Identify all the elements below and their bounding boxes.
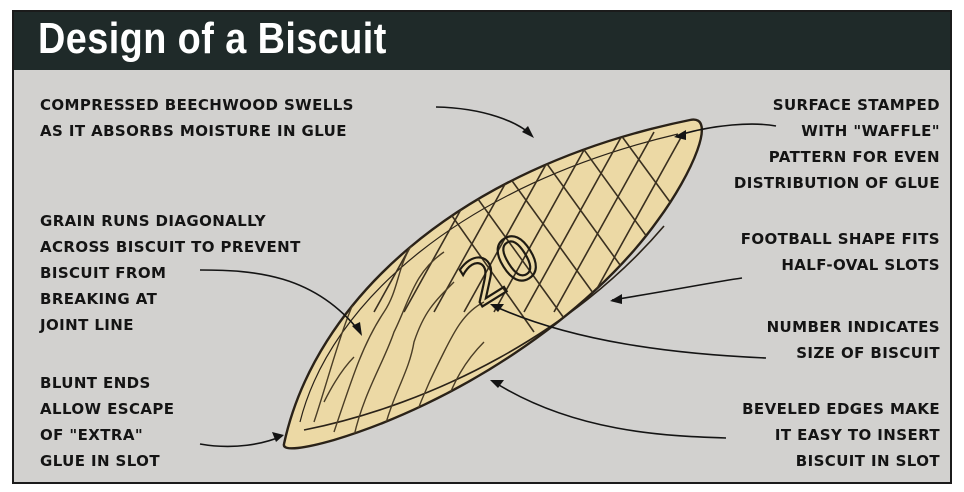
callout-surface: SURFACE STAMPED WITH "WAFFLE" PATTERN FO…	[734, 92, 940, 196]
callout-bevel: BEVELED EDGES MAKE IT EASY TO INSERT BIS…	[742, 396, 940, 474]
callout-number: NUMBER INDICATES SIZE OF BISCUIT	[767, 314, 940, 366]
callout-grain: GRAIN RUNS DIAGONALLY ACROSS BISCUIT TO …	[40, 208, 301, 338]
diagram-frame: Design of a Biscuit	[12, 10, 952, 484]
callout-shape: FOOTBALL SHAPE FITS HALF-OVAL SLOTS	[741, 226, 940, 278]
callout-blunt-ends: BLUNT ENDS ALLOW ESCAPE OF "EXTRA" GLUE …	[40, 370, 174, 474]
biscuit: 20	[284, 112, 714, 448]
callout-beechwood: COMPRESSED BEECHWOOD SWELLS AS IT ABSORB…	[40, 92, 354, 144]
